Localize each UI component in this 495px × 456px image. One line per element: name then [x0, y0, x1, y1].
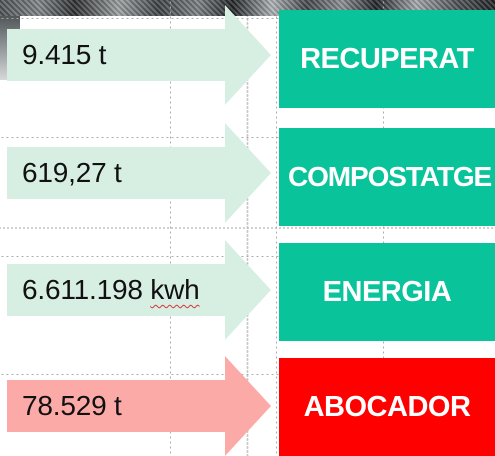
guide-line-vertical-center: [276, 0, 277, 456]
guide-line-horizontal-2: [0, 137, 495, 138]
compost-category-box: COMPOSTATGE: [279, 128, 495, 226]
landfill-amount: 78.529 t: [22, 390, 122, 421]
energy-arrow: 6.611.198 kwh: [7, 240, 271, 340]
compost-category-label: COMPOSTATGE: [288, 161, 492, 192]
energy-category-box: ENERGIA: [279, 243, 495, 341]
energy-value: 6.611.198: [22, 274, 143, 305]
guide-line-horizontal-4: [0, 374, 495, 375]
guide-line-vertical-left: [170, 0, 171, 456]
compost-arrow: 619,27 t: [7, 123, 271, 223]
energy-amount: 6.611.198 kwh: [22, 264, 200, 316]
recovered-category-label: RECUPERAT: [300, 42, 474, 75]
guide-line-horizontal-3: [0, 256, 495, 257]
guide-line-vertical-right: [383, 0, 384, 456]
recovered-category-box: RECUPERAT: [279, 10, 495, 108]
compost-amount: 619,27 t: [22, 157, 122, 188]
landfill-category-box: ABOCADOR: [279, 358, 495, 456]
recovered-arrow: 9.415 t: [7, 5, 271, 105]
landfill-arrow: 78.529 t: [7, 356, 271, 456]
landfill-category-label: ABOCADOR: [303, 390, 471, 423]
guide-line-horizontal-1: [0, 18, 495, 19]
recovered-amount: 9.415 t: [22, 39, 107, 70]
energy-unit: kwh: [150, 274, 200, 305]
energy-category-label: ENERGIA: [322, 275, 452, 308]
